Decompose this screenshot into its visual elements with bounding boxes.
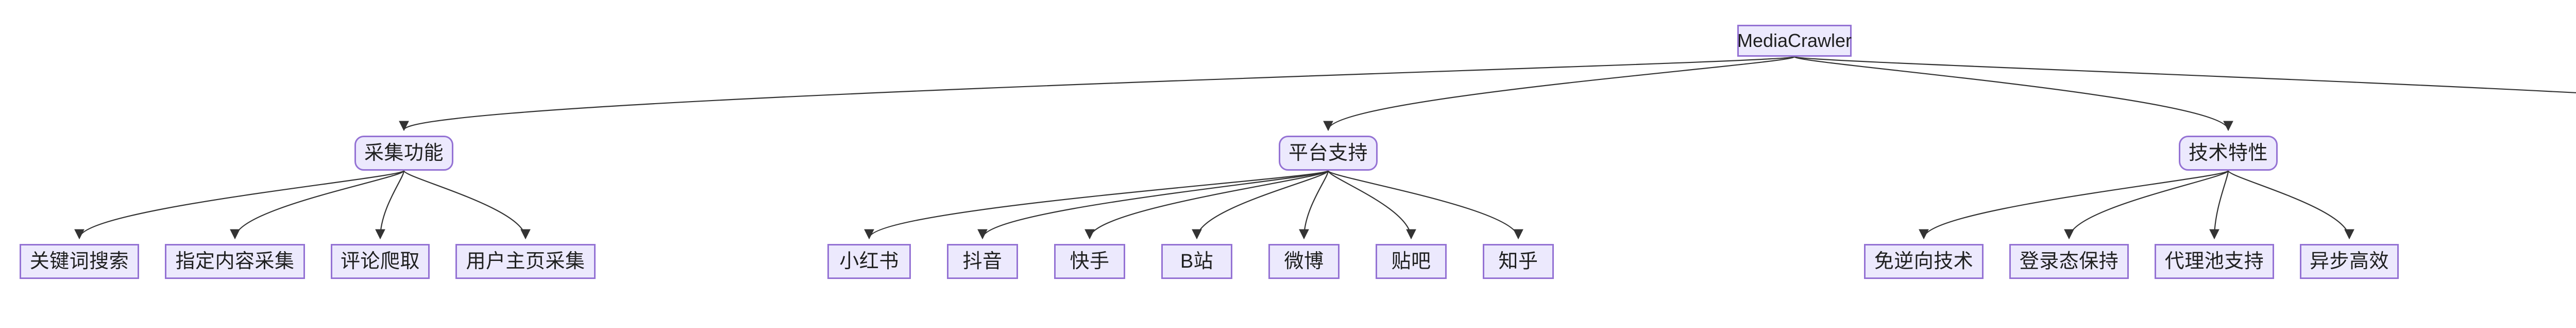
leaf-node-l8[interactable]: B站	[1161, 244, 1232, 279]
edge-b2-to-l10	[1327, 170, 1416, 240]
node-label: 免逆向技术	[1874, 251, 1974, 272]
edge-b1-to-l2	[230, 170, 405, 240]
branch-node-b2[interactable]: 平台支持	[1279, 136, 1378, 171]
edge-b2-to-l9	[1299, 170, 1329, 240]
node-label: MediaCrawler	[1737, 30, 1852, 51]
node-label: B站	[1180, 251, 1214, 272]
node-label: 知乎	[1498, 251, 1538, 272]
node-label: 贴吧	[1391, 251, 1431, 272]
branch-node-b1[interactable]: 采集功能	[354, 136, 453, 171]
edge-b2-to-l6	[977, 170, 1329, 240]
root-node-root[interactable]: MediaCrawler	[1737, 25, 1852, 57]
node-label: 代理池支持	[2164, 251, 2264, 272]
edge-root-to-b1	[399, 56, 1795, 132]
leaf-node-l15[interactable]: 异步高效	[2300, 244, 2399, 279]
node-label: 平台支持	[1288, 142, 1368, 164]
node-label: 小红书	[839, 251, 899, 272]
leaf-node-l9[interactable]: 微博	[1268, 244, 1340, 279]
node-label: 采集功能	[364, 142, 444, 164]
node-label: 关键词搜索	[29, 251, 129, 272]
leaf-node-l5[interactable]: 小红书	[827, 244, 911, 279]
leaf-node-l6[interactable]: 抖音	[947, 244, 1018, 279]
edge-b2-to-l5	[864, 170, 1329, 240]
node-label: 指定内容采集	[175, 251, 295, 272]
leaf-node-l4[interactable]: 用户主页采集	[455, 244, 596, 279]
leaf-node-l10[interactable]: 贴吧	[1376, 244, 1447, 279]
edge-b1-to-l4	[403, 170, 531, 240]
branch-node-b3[interactable]: 技术特性	[2179, 136, 2278, 171]
edge-b1-to-l3	[375, 170, 405, 240]
leaf-node-l12[interactable]: 免逆向技术	[1864, 244, 1984, 279]
edge-b2-to-l11	[1327, 170, 1523, 240]
node-label: 快手	[1070, 251, 1110, 272]
edge-b3-to-l15	[2227, 170, 2354, 240]
edge-b2-to-l7	[1084, 170, 1329, 240]
edge-b1-to-l1	[74, 170, 405, 240]
leaf-node-l3[interactable]: 评论爬取	[331, 244, 430, 279]
edge-b3-to-l14	[2209, 170, 2229, 240]
node-label: 异步高效	[2309, 251, 2389, 272]
leaf-node-l11[interactable]: 知乎	[1483, 244, 1554, 279]
node-label: 登录态保持	[2019, 251, 2119, 272]
node-label: 用户主页采集	[466, 251, 585, 272]
edge-b3-to-l13	[2064, 170, 2229, 240]
node-label: 微博	[1284, 251, 1324, 272]
node-label: 评论爬取	[340, 251, 420, 272]
edge-b3-to-l12	[1919, 170, 2229, 240]
node-label: 技术特性	[2188, 142, 2268, 164]
leaf-node-l2[interactable]: 指定内容采集	[165, 244, 305, 279]
leaf-node-l14[interactable]: 代理池支持	[2155, 244, 2274, 279]
edge-root-to-b2	[1323, 56, 1795, 132]
edge-root-to-b3	[1793, 56, 2233, 132]
edge-root-to-b4	[1793, 56, 2576, 93]
leaf-node-l13[interactable]: 登录态保持	[2009, 244, 2129, 279]
leaf-node-l7[interactable]: 快手	[1054, 244, 1125, 279]
leaf-node-l1[interactable]: 关键词搜索	[20, 244, 139, 279]
edge-b2-to-l8	[1192, 170, 1329, 240]
node-label: 抖音	[962, 251, 1003, 272]
